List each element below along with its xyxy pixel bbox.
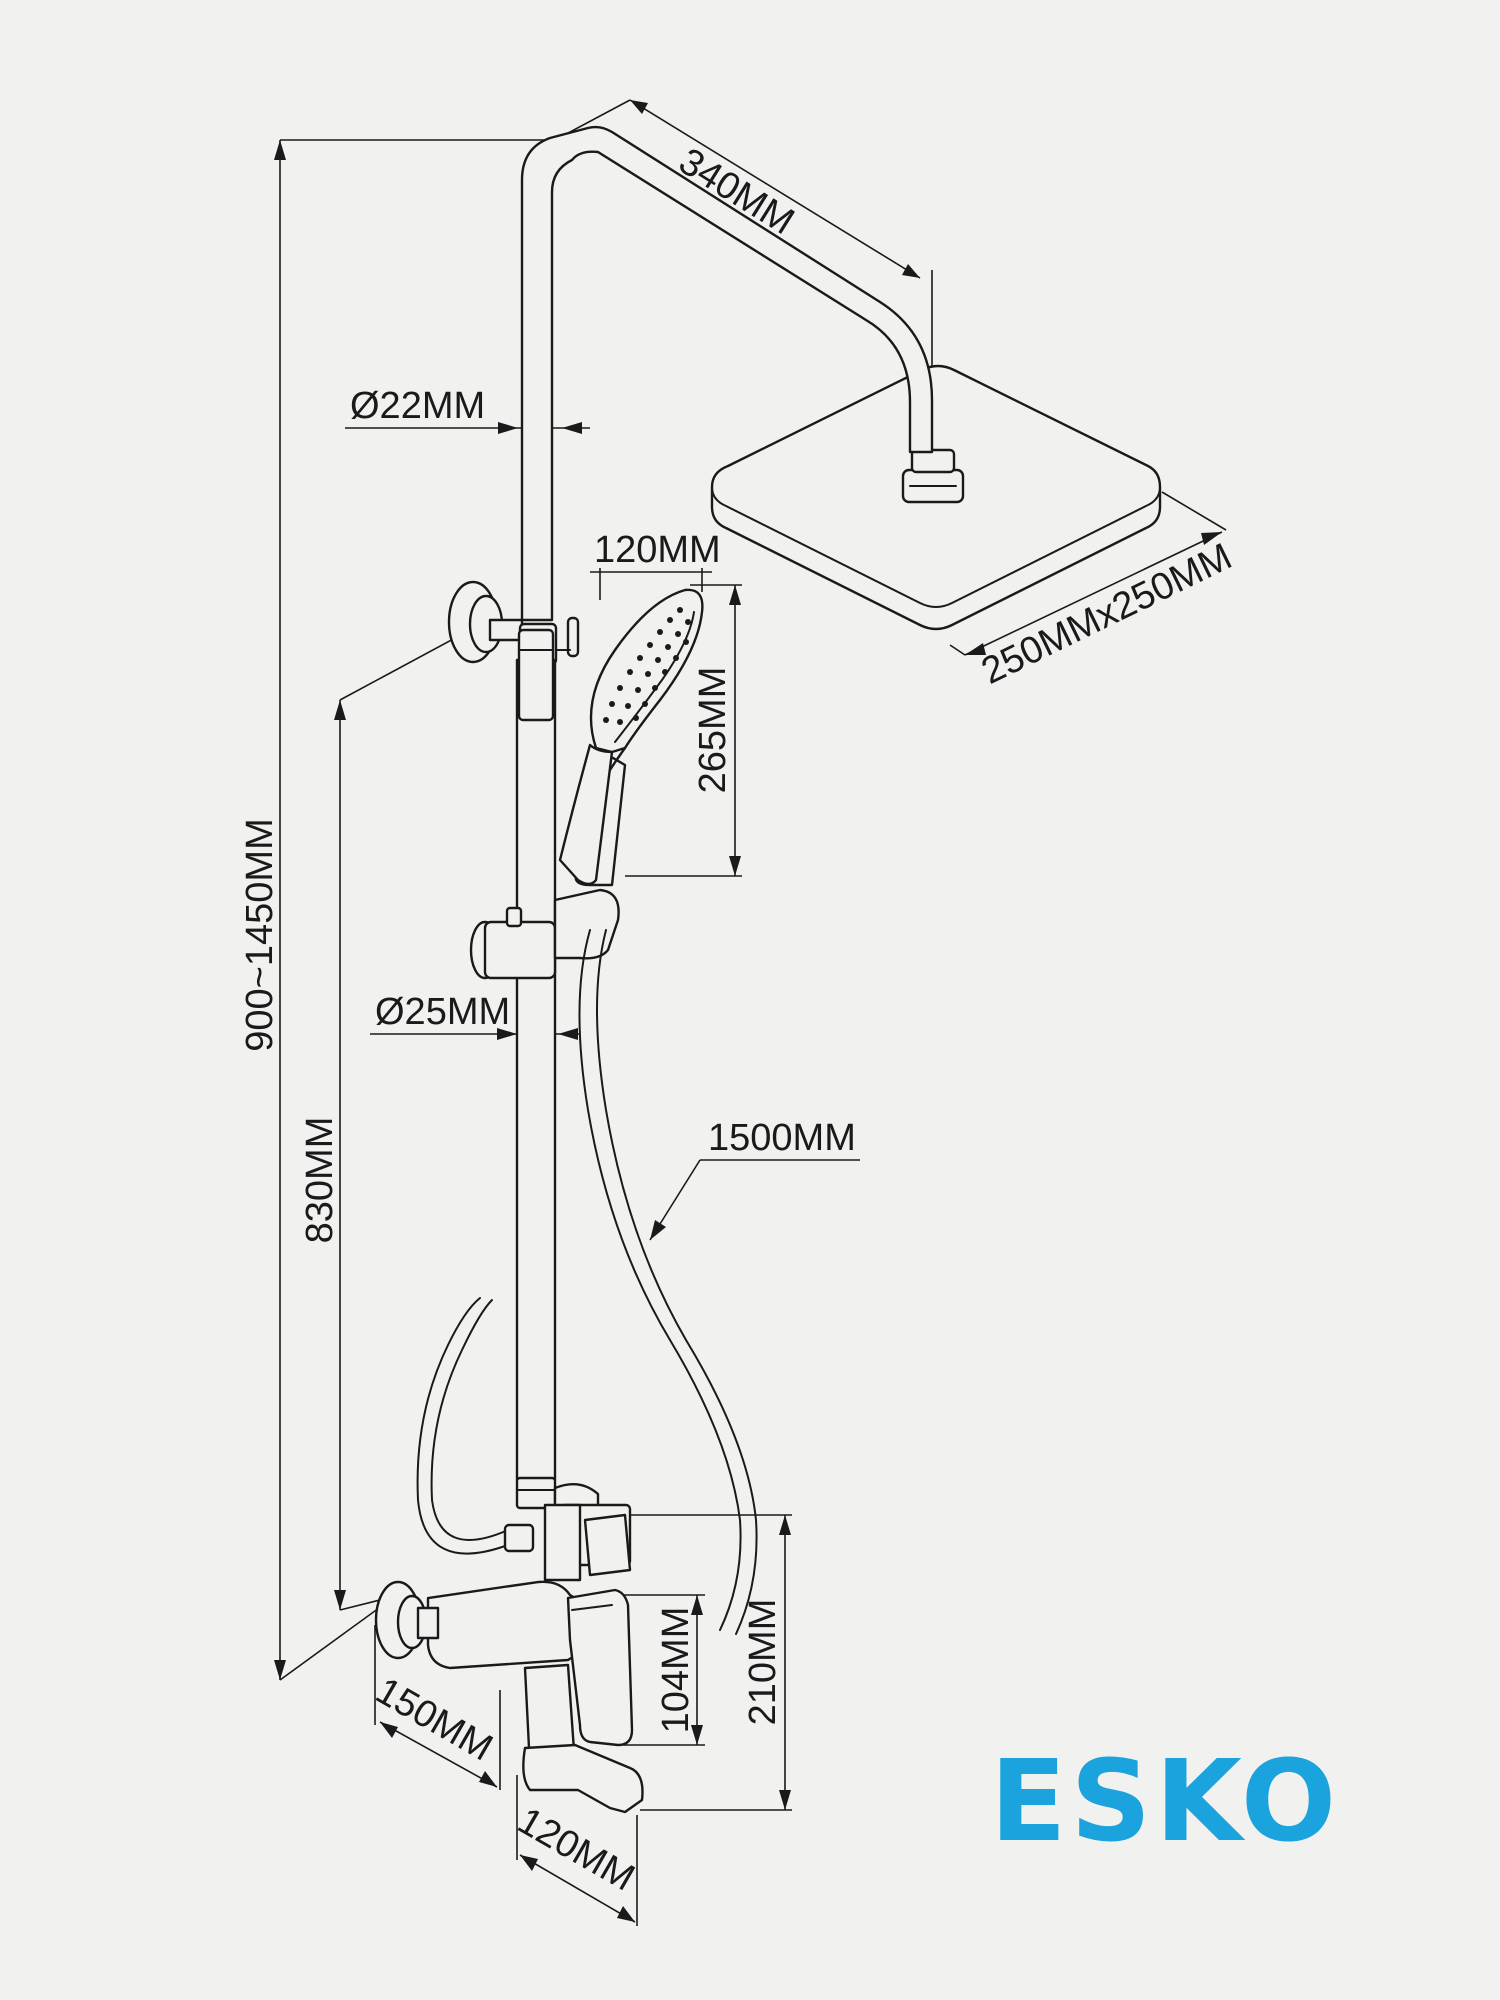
label-rail-height: 830MM [299,1117,341,1244]
label-hose-length: 1500MM [708,1117,856,1159]
slide-holder [469,888,620,980]
label-mixer-height: 210MM [742,1599,784,1726]
mixer-body [374,1476,644,1814]
label-lower-diameter: Ø25MM [375,991,510,1033]
nozzle-holes [603,607,691,725]
wall-bracket-top [447,580,580,666]
label-hand-shower-width: 120MM [594,529,721,571]
overhead-arm [520,125,934,622]
brand-logo: ESKO [990,1737,1340,1867]
label-spout-length: 120MM [511,1800,642,1900]
label-wall-depth: 150MM [369,1670,500,1770]
label-upper-diameter: Ø22MM [350,385,485,427]
shower-head [710,364,1162,631]
lower-rail-pipe [515,628,557,1482]
label-lever-height: 104MM [655,1607,697,1734]
hand-shower [558,588,704,887]
label-hand-shower-length: 265MM [692,667,734,794]
label-total-height: 900~1450MM [239,818,281,1051]
hose [416,929,758,1635]
